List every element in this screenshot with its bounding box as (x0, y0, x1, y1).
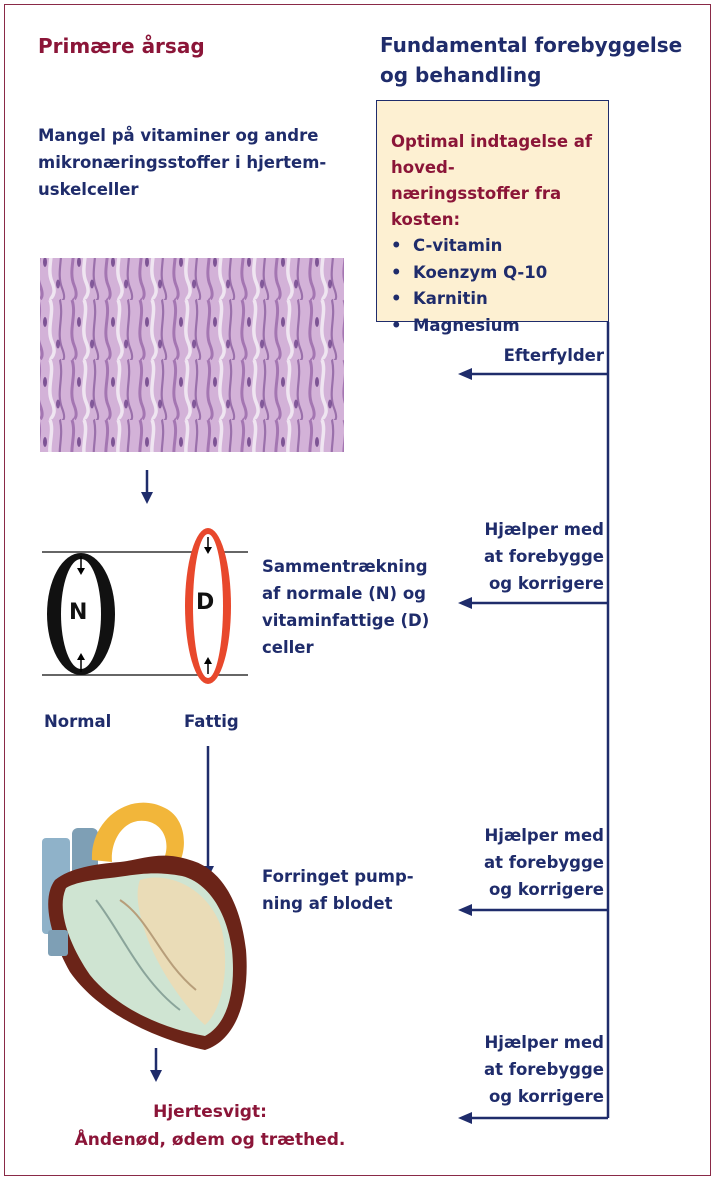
contraction-text: Sammentrækning af normale (N) og vitamin… (262, 553, 429, 661)
helps-label-1: Hjælper med at forebygge og korrigere (484, 516, 604, 597)
helps-line-2: at forebygge (484, 543, 604, 570)
helps-line-1: Hjælper med (484, 1029, 604, 1056)
pumping-arrow-icon (458, 904, 608, 916)
heart-failure-arrow-icon (458, 1112, 608, 1124)
helps-label-3: Hjælper med at forebygge og korrigere (484, 1029, 604, 1110)
pumping-line-2: ning af blodet (262, 890, 414, 917)
normal-cell-letter: N (69, 600, 87, 625)
heart-failure-text: Hjertesvigt: Åndenød, ødem og træthed. (40, 1098, 380, 1154)
contraction-line-1: Sammentrækning (262, 553, 429, 580)
deficient-cell-letter: D (196, 590, 214, 615)
down-arrow-icon (141, 470, 153, 504)
helps-line-1: Hjælper med (484, 822, 604, 849)
helps-line-3: og korrigere (484, 570, 604, 597)
pumping-line-1: Forringet pump- (262, 863, 414, 890)
helps-line-1: Hjælper med (484, 516, 604, 543)
contraction-arrow-icon (458, 597, 608, 609)
heart-failure-title: Hjertesvigt: (40, 1098, 380, 1126)
normal-label: Normal (44, 708, 111, 735)
helps-line-2: at forebygge (484, 849, 604, 876)
refill-label: Efterfylder (504, 342, 604, 369)
helps-line-3: og korrigere (484, 876, 604, 903)
helps-line-2: at forebygge (484, 1056, 604, 1083)
heart-failure-symptoms: Åndenød, ødem og træthed. (40, 1126, 380, 1154)
refill-arrow-icon (458, 368, 608, 380)
heart-down-arrow-icon (150, 1048, 162, 1082)
contraction-line-4: celler (262, 634, 429, 661)
deficient-label: Fattig (184, 708, 239, 735)
helps-line-3: og korrigere (484, 1083, 604, 1110)
fattig-down-arrow-icon (202, 746, 214, 878)
muscle-tissue-tint (40, 258, 344, 452)
heart-illustration (42, 803, 247, 1050)
contraction-line-2: af normale (N) og (262, 580, 429, 607)
helps-label-2: Hjælper med at forebygge og korrigere (484, 822, 604, 903)
contraction-line-3: vitaminfattige (D) (262, 607, 429, 634)
pumping-text: Forringet pump- ning af blodet (262, 863, 414, 917)
